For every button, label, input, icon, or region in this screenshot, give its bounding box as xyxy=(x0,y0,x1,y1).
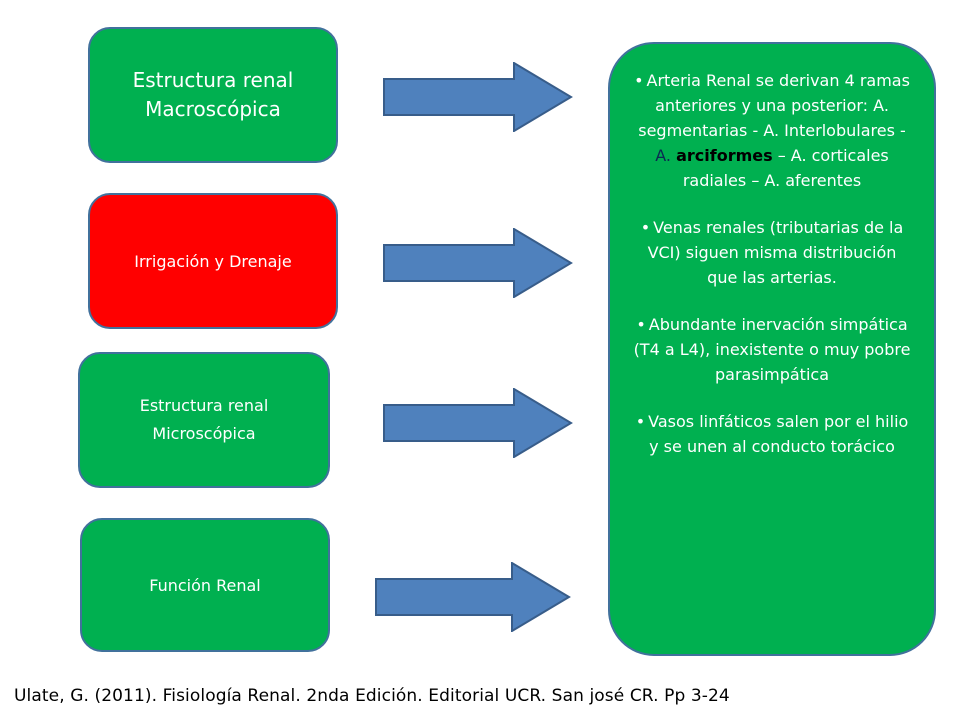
right-arrow-icon xyxy=(383,228,573,298)
box-funcion-renal-label: Función Renal xyxy=(149,575,261,595)
right-arrow-icon xyxy=(383,62,573,132)
citation: Ulate, G. (2011). Fisiología Renal. 2nda… xyxy=(14,686,730,706)
bullet-icon: • xyxy=(636,315,646,334)
box-estructura-microscopica: Estructura renal Microscópica xyxy=(78,352,330,488)
bullet-inervacion: •Abundante inervación simpática (T4 a L4… xyxy=(630,312,914,387)
bullet-arteria-renal-arciformes: arciformes xyxy=(676,146,773,165)
bullet-arteria-renal-arc-a: A. xyxy=(655,146,671,165)
bullet-icon: • xyxy=(635,412,646,431)
bullet-icon: • xyxy=(634,71,644,90)
box-estructura-macroscopica-label: Estructura renal Macroscópica xyxy=(132,68,294,121)
bullet-vasos-linfaticos: •Vasos linfáticos salen por el hilio y s… xyxy=(630,409,914,459)
box-irrigacion-drenaje-label: Irrigación y Drenaje xyxy=(134,251,292,271)
box-funcion-renal: Función Renal xyxy=(80,518,330,652)
right-arrow-icon xyxy=(383,388,573,458)
box-irrigacion-drenaje: Irrigación y Drenaje xyxy=(88,193,338,329)
bullet-arteria-renal: •Arteria Renal se derivan 4 ramas anteri… xyxy=(630,68,914,193)
bullet-vasos-linfaticos-text: Vasos linfáticos salen por el hilio y se… xyxy=(648,412,909,456)
bullet-venas-renales: •Venas renales (tributarias de la VCI) s… xyxy=(630,215,914,290)
bullet-inervacion-text: Abundante inervación simpática (T4 a L4)… xyxy=(633,315,911,384)
detail-box: •Arteria Renal se derivan 4 ramas anteri… xyxy=(608,42,936,656)
box-estructura-microscopica-label: Estructura renal Microscópica xyxy=(139,396,269,443)
bullet-icon: • xyxy=(640,218,651,237)
bullet-venas-renales-text: Venas renales (tributarias de la VCI) si… xyxy=(647,218,904,287)
bullet-arteria-renal-text-end: – A. corticales radiales – A. aferentes xyxy=(682,146,889,190)
right-arrow-icon xyxy=(375,562,571,632)
bullet-arteria-renal-text: Arteria Renal se derivan 4 ramas anterio… xyxy=(638,71,910,140)
box-estructura-macroscopica: Estructura renal Macroscópica xyxy=(88,27,338,163)
